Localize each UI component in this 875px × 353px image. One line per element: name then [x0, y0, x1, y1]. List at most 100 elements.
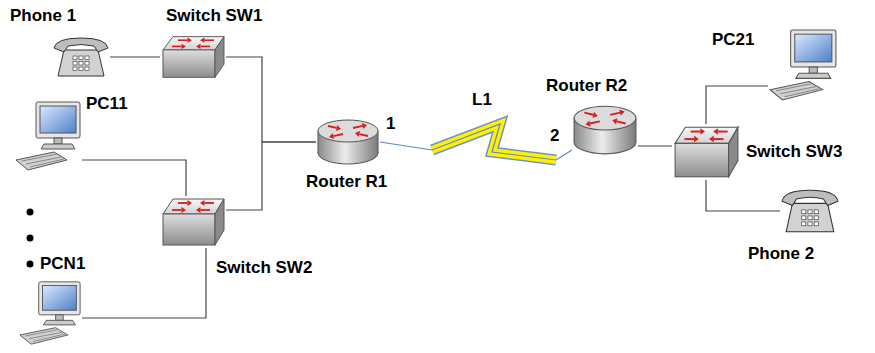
switch-top [675, 127, 738, 143]
device-node: Router R1 [316, 118, 380, 166]
phone-key [79, 67, 83, 71]
phone-key [85, 62, 89, 66]
screen [42, 286, 76, 311]
arrow-head [694, 136, 699, 142]
device-node: Phone 1 [52, 36, 110, 78]
device-label: PC11 [86, 94, 128, 114]
phone-icon [780, 188, 840, 234]
switch-icon [672, 124, 740, 180]
ellipsis-dot [27, 235, 34, 242]
link-line [226, 142, 316, 210]
router-icon [316, 118, 380, 166]
switch-front [163, 50, 215, 77]
link-line [110, 56, 160, 57]
switch-side [215, 37, 224, 78]
ellipsis-dot [27, 209, 34, 216]
keyboard-keys [26, 330, 66, 342]
phone-key [814, 210, 818, 214]
phone-handset [782, 190, 838, 205]
port-number: 2 [550, 126, 559, 146]
phone-key [802, 210, 806, 214]
monitor-neck [809, 67, 817, 73]
arrow-shaft [328, 126, 337, 128]
arrow-head [188, 200, 193, 206]
phone-key [808, 210, 812, 214]
keyboard [770, 81, 823, 100]
monitor-neck [56, 315, 64, 321]
screen [795, 34, 832, 62]
arrow-shaft [359, 134, 368, 136]
device-node: Phone 2 [780, 188, 840, 234]
arrow-shaft [617, 121, 626, 123]
arrow-shaft [718, 131, 728, 133]
lightning-fill [432, 124, 556, 160]
arrow-head [182, 44, 187, 49]
device-node: Switch SW2 [160, 196, 226, 248]
phone-base [58, 50, 104, 76]
device-label: Switch SW3 [746, 142, 842, 162]
switch-front [163, 214, 215, 245]
switch-icon [160, 34, 226, 80]
arrow-head [585, 120, 590, 126]
device-node: PCN1 [18, 280, 82, 346]
arrow-head [336, 125, 341, 131]
phone-key [802, 216, 806, 220]
link-line [82, 248, 206, 318]
phone-icon [52, 36, 110, 78]
arrow-shaft [590, 121, 600, 123]
phone-key [808, 216, 812, 220]
phone-handset [54, 38, 108, 52]
arrow-head [200, 200, 205, 206]
phone-key [814, 222, 818, 226]
arrow-head [362, 123, 367, 129]
phone-base [786, 203, 834, 231]
phone-key [79, 56, 83, 60]
arrow-shaft [691, 131, 701, 133]
switch-icon [160, 196, 226, 248]
arrow-shaft [178, 39, 188, 41]
port-number: 1 [386, 114, 395, 134]
arrow-head [355, 131, 360, 137]
arrow-shaft [172, 209, 182, 211]
arrow-head [182, 207, 187, 213]
phone-key [814, 216, 818, 220]
monitor-neck [54, 138, 62, 144]
monitor-base [41, 144, 75, 149]
arrow-head [619, 109, 624, 115]
device-label: PC21 [712, 30, 755, 50]
device-node: Switch SW1 [160, 34, 226, 80]
monitor-base [43, 320, 75, 325]
arrow-head [329, 133, 334, 139]
arrow-head [196, 44, 201, 49]
arrow-head [700, 128, 705, 134]
device-label: Phone 2 [748, 244, 814, 264]
phone-key [73, 56, 77, 60]
arrow-shaft [172, 46, 182, 48]
device-label: Switch SW2 [216, 258, 312, 278]
lightning-outline [432, 124, 556, 160]
device-node: PC11 [14, 100, 82, 172]
router-top [574, 106, 636, 130]
device-node: Router R2 [572, 104, 638, 156]
device-label: PCN1 [40, 254, 85, 274]
monitor-base [796, 73, 831, 78]
arrow-shaft [205, 202, 215, 204]
arrow-head [709, 136, 714, 142]
arrow-head [196, 207, 201, 213]
pc-icon [768, 28, 838, 102]
screen [40, 106, 76, 133]
arrow-head [612, 118, 617, 124]
arrow-head [713, 128, 718, 134]
link-line [82, 160, 186, 196]
phone-key [802, 222, 806, 226]
switch-top [163, 37, 224, 50]
router-icon [572, 104, 638, 156]
arrow-shaft [201, 209, 211, 211]
arrow-head [593, 112, 598, 118]
link-line [638, 145, 672, 146]
device-label: Router R1 [306, 172, 387, 192]
link-line [706, 180, 780, 211]
arrow-shaft [584, 113, 593, 115]
phone-key [808, 222, 812, 226]
